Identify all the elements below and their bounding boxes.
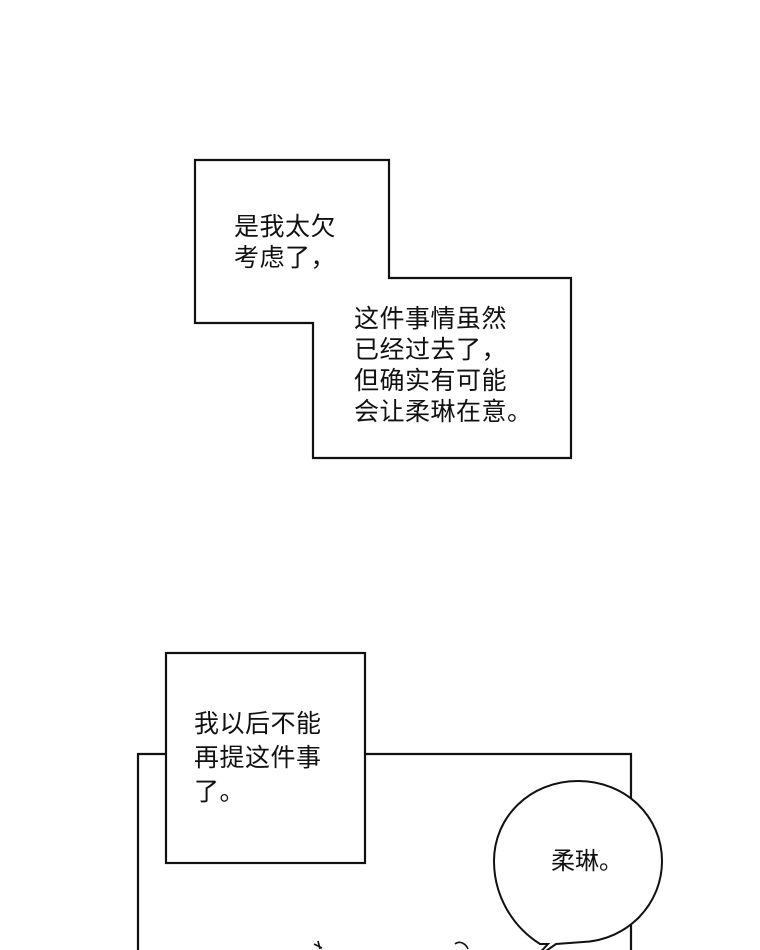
caption-line: 但确实有可能 bbox=[354, 366, 508, 395]
sketch-mark-right bbox=[454, 941, 469, 950]
caption-line: 再提这件事 bbox=[194, 743, 322, 772]
sketch-mark-left bbox=[313, 940, 323, 950]
caption-line: 会让柔琳在意。 bbox=[354, 397, 533, 426]
caption-text-bottom: 这件事情虽然 已经过去了， 但确实有可能 会让柔琳在意。 bbox=[354, 303, 533, 427]
caption-line: 我以后不能 bbox=[194, 709, 322, 738]
speech-bubble-text: 柔琳。 bbox=[551, 847, 623, 875]
caption-box-1 bbox=[193, 158, 573, 460]
speech-bubble bbox=[492, 779, 664, 950]
caption-text-top: 是我太欠 考虑了， bbox=[234, 211, 336, 273]
caption-line: 考虑了， bbox=[234, 243, 337, 272]
caption-box-2 bbox=[164, 651, 367, 865]
caption-line: 了。 bbox=[194, 777, 246, 806]
caption-line: 这件事情虽然 bbox=[354, 304, 508, 333]
caption-line: 已经过去了， bbox=[354, 335, 508, 364]
caption-line: 是我太欠 bbox=[234, 212, 337, 241]
caption-text-panel-2: 我以后不能 再提这件事 了。 bbox=[194, 707, 322, 809]
